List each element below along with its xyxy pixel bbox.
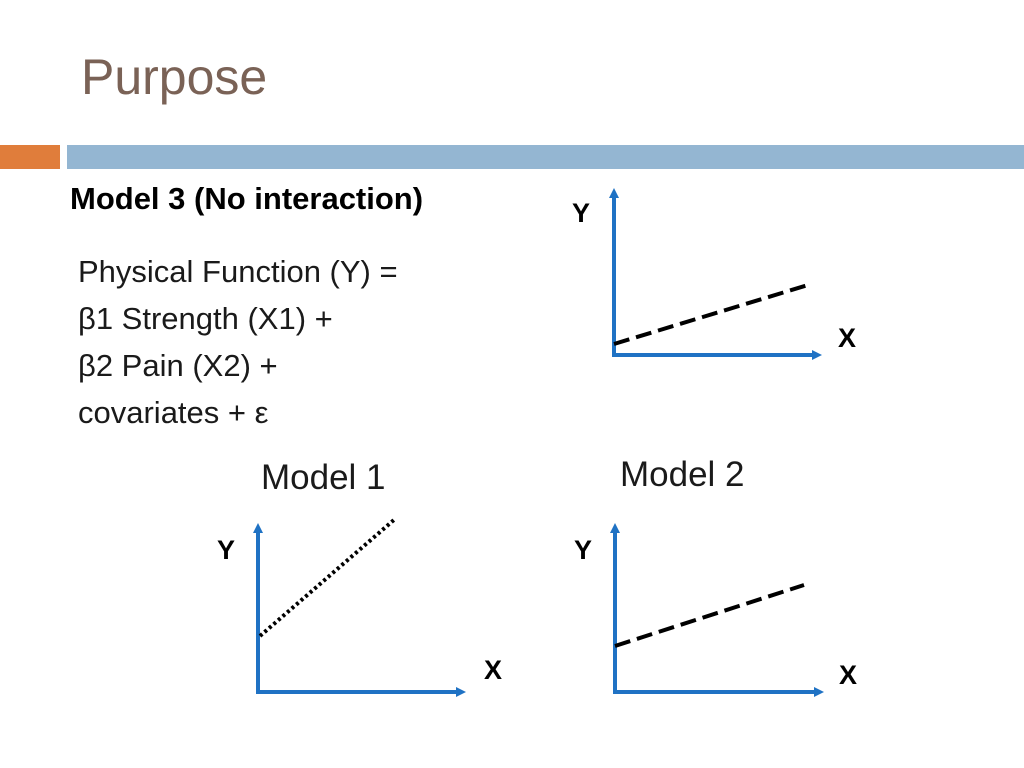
accent-bar-blue — [67, 145, 1024, 169]
model2-y-label: Y — [574, 535, 593, 565]
model3-heading: Model 3 (No interaction) — [70, 181, 424, 216]
model1-label: Model 1 — [261, 458, 386, 497]
model3-dashed-line — [613, 283, 809, 346]
formula-line: β1 Strength (X1) + — [78, 301, 333, 336]
model1-x-label: X — [484, 655, 503, 685]
model3-formula: Physical Function (Y) = β1 Strength (X1)… — [78, 248, 398, 436]
model1-diagram — [253, 517, 466, 697]
slide-title: Purpose — [81, 49, 268, 105]
model2-x-label: X — [839, 660, 858, 690]
formula-line: covariates + ε — [78, 395, 269, 430]
model3-x-label: X — [838, 323, 857, 353]
model1-dotted-line — [258, 517, 397, 638]
model2-label: Model 2 — [620, 455, 745, 494]
model3-diagram — [609, 188, 822, 360]
formula-line: β2 Pain (X2) + — [78, 348, 278, 383]
model3-y-label: Y — [572, 198, 591, 228]
model2-dashed-line — [614, 583, 805, 648]
model1-y-label: Y — [217, 535, 236, 565]
model2-diagram — [610, 523, 824, 697]
accent-bar-orange — [0, 145, 60, 169]
formula-line: Physical Function (Y) = — [78, 254, 398, 289]
